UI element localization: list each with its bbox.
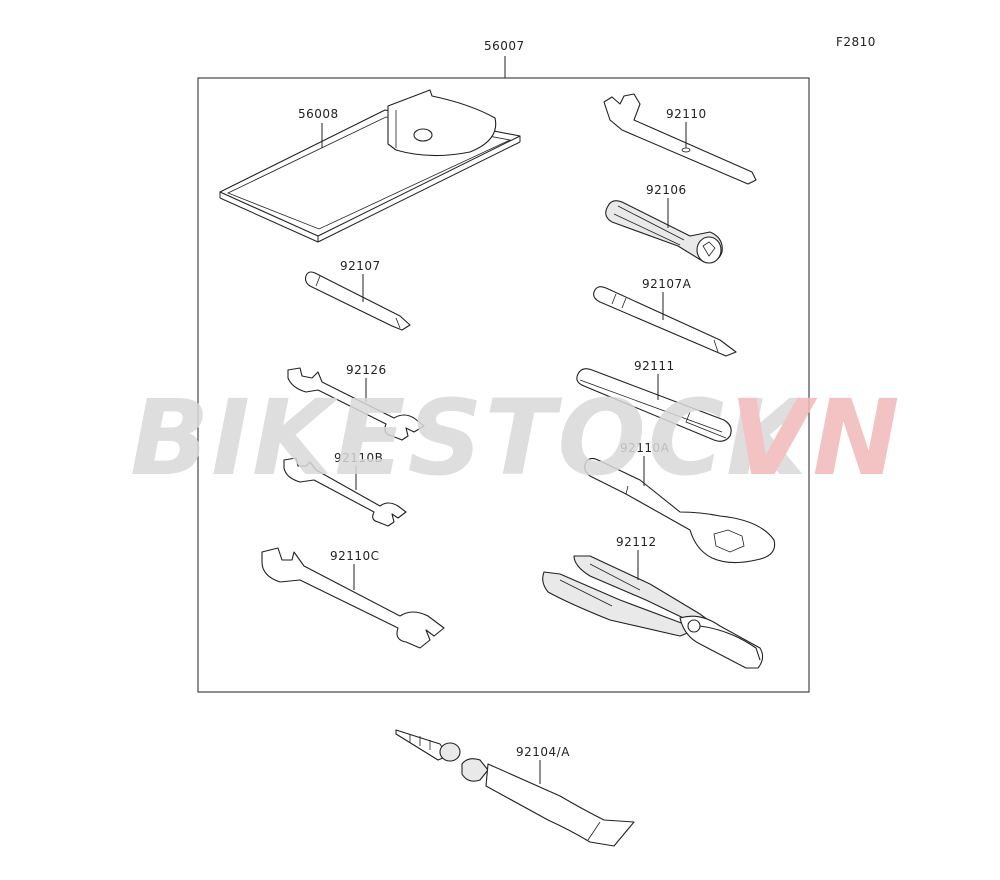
flat-bar <box>576 368 732 442</box>
slip-joint-pliers <box>542 555 764 669</box>
label-bond-tube: 92104/A <box>516 745 570 759</box>
screwdriver-bit-large <box>593 286 737 357</box>
label-bar: 92111 <box>634 359 675 373</box>
tool-case <box>219 89 521 243</box>
label-driver-small: 92107 <box>340 259 381 273</box>
label-case: 56008 <box>298 107 339 121</box>
label-wrench-c: 92110C <box>330 549 380 563</box>
watermark-text-red: VN <box>730 377 902 499</box>
watermark-text-grey: BIKESTOCK <box>130 377 814 499</box>
label-wrench-b: 92110B <box>334 451 383 465</box>
label-spanner: 92110 <box>666 107 707 121</box>
label-handle: 92106 <box>646 183 687 197</box>
open-end-wrench-2 <box>283 457 407 527</box>
label-box-wrench: 92110A <box>620 441 670 455</box>
screwdriver-handle <box>605 200 723 264</box>
watermark: BIKESTOCK VN <box>130 377 902 499</box>
assembly-label: 56007 <box>484 39 525 53</box>
figure-code: F2810 <box>836 35 876 49</box>
label-driver-large: 92107A <box>642 277 692 291</box>
label-wrench-12: 92126 <box>346 363 387 377</box>
box-end-wrench <box>584 457 776 564</box>
open-end-wrench-3 <box>261 547 445 649</box>
open-end-wrench-1 <box>287 367 425 441</box>
screwdriver-bit-small <box>304 271 411 331</box>
kit-border <box>197 77 810 693</box>
bond-tube <box>395 729 635 847</box>
label-pliers: 92112 <box>616 535 657 549</box>
